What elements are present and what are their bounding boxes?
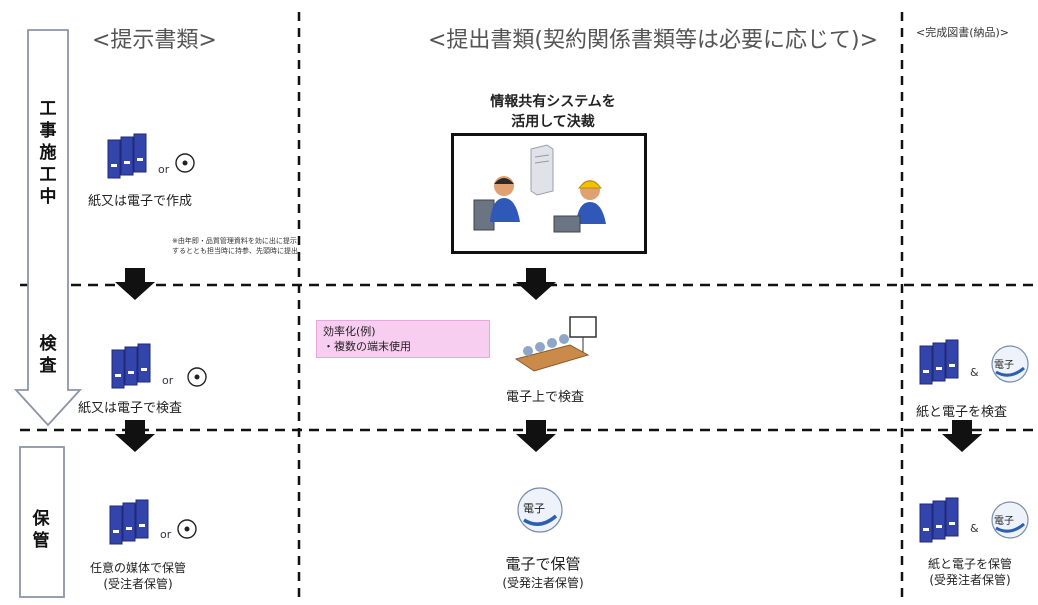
down-arrow-icon (942, 420, 982, 452)
inspection-submit-caption: 電子上で検査 (506, 390, 585, 405)
storage-phase-box (19, 446, 65, 598)
down-arrow-icon (516, 268, 556, 300)
meeting-icon (514, 316, 597, 372)
decision-title: 情報共有システムを 活用して決裁 (478, 92, 628, 132)
disc-label: 電子 (523, 502, 545, 515)
worker-icon (473, 176, 520, 231)
binder-icon (111, 343, 151, 389)
header-submit-docs: <提出書類(契約関係書類等は必要に応じて)> (428, 28, 879, 53)
binder-icon (107, 133, 147, 179)
storage-submit-caption-line1: 電子で保管 (505, 555, 581, 573)
construction-present-caption: 紙又は電子で作成 (88, 194, 193, 209)
down-arrow-icon (115, 268, 155, 300)
down-arrow-icon (115, 420, 155, 452)
disc-icon (187, 367, 207, 387)
or-label: or (160, 528, 172, 541)
disc-icon (991, 345, 1029, 383)
efficiency-example-box: 効率化(例) ・複数の端末使用 (316, 320, 490, 358)
inspection-present-caption: 紙又は電子で検査 (78, 401, 183, 416)
ampersand-label: & (970, 522, 979, 535)
info-sharing-system-panel (451, 133, 647, 254)
phase-label-storage: 保管 (32, 509, 50, 551)
binder-icon (919, 339, 959, 385)
efficiency-line2: ・複数の端末使用 (323, 340, 411, 353)
engineer-with-laptop-icon (553, 180, 606, 233)
header-present-docs: <提示書類> (92, 28, 217, 53)
process-flow-arrow-icon (13, 29, 83, 427)
server-icon (530, 144, 554, 196)
down-arrow-icon (516, 420, 556, 452)
inspection-final-caption: 紙と電子を検査 (916, 405, 1008, 420)
storage-submit-caption-line2: (受発注者保管) (502, 576, 584, 590)
header-final-docs: <完成図書(納品)> (916, 26, 1010, 39)
ampersand-label: & (970, 366, 979, 379)
construction-note: ※由年即・品質管理資料を効に出に提示するととも担当時に持参、先頭時に提出 (172, 237, 298, 255)
storage-present-caption-line2: (受注者保管) (103, 577, 173, 591)
or-label: or (158, 163, 170, 176)
decision-title-line1: 情報共有システムを (490, 94, 616, 110)
binder-icon (919, 497, 959, 543)
storage-final-caption-line1: 紙と電子を保管 (927, 557, 1012, 571)
disc-label: 電子 (994, 516, 1014, 527)
binder-icon (109, 499, 149, 545)
or-label: or (162, 374, 174, 387)
storage-final-caption-line2: (受発注者保管) (929, 573, 1011, 587)
disc-icon (175, 153, 195, 173)
storage-final-caption: 紙と電子を保管 (受発注者保管) (910, 556, 1030, 588)
phase-label-inspection: 検査 (39, 334, 57, 376)
efficiency-line1: 効率化(例) (323, 325, 376, 338)
disc-icon (177, 519, 197, 539)
storage-present-caption-line1: 任意の媒体で保管 (89, 561, 186, 575)
disc-icon (517, 487, 563, 533)
decision-title-line2: 活用して決裁 (511, 114, 595, 130)
disc-label: 電子 (994, 360, 1014, 371)
phase-label-construction: 工事施工中 (39, 99, 57, 207)
storage-submit-caption: 電子で保管 (受発注者保管) (478, 553, 608, 591)
disc-icon (991, 501, 1029, 539)
storage-present-caption: 任意の媒体で保管 (受注者保管) (78, 560, 198, 592)
